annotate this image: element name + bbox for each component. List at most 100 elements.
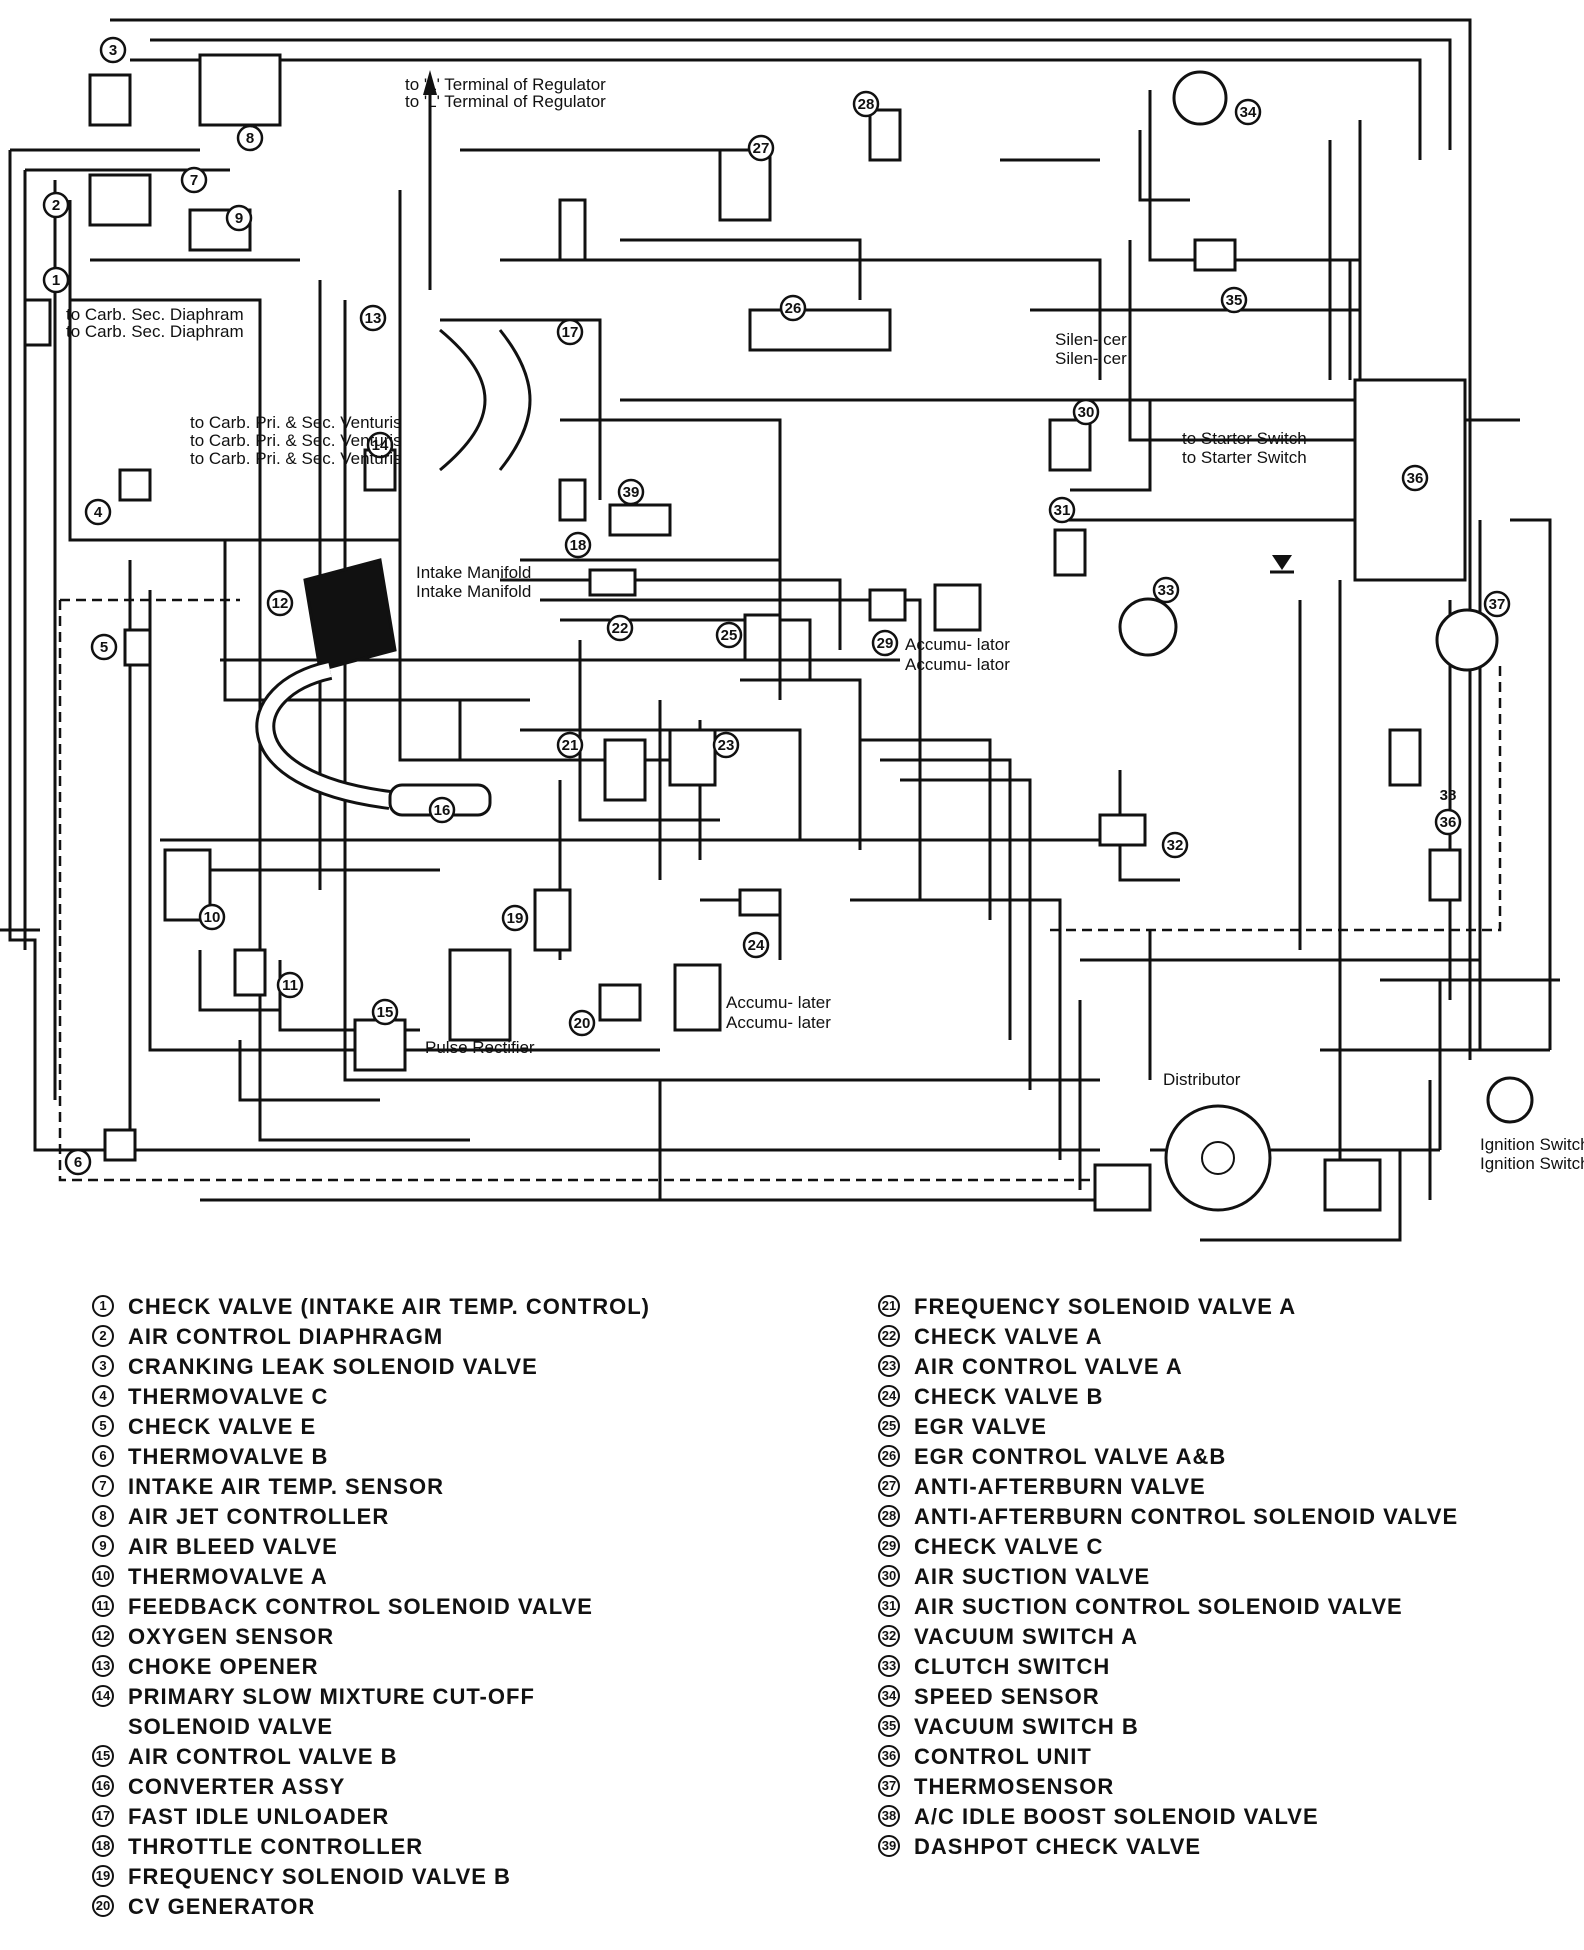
svg-text:35: 35: [1226, 292, 1243, 309]
callout-22: 22: [606, 614, 634, 642]
legend-text: CONTROL UNIT: [914, 1744, 1092, 1769]
callout-31: 31: [1048, 496, 1076, 524]
emission-control-diagram: 1 2 3 4 5 6 7 8 9 10 11 12 13 14 15 16 1…: [0, 18, 1584, 1242]
legend-number: 22: [878, 1325, 900, 1347]
legend-text: CLUTCH SWITCH: [914, 1654, 1111, 1679]
legend-number: 26: [878, 1445, 900, 1467]
callout-20: 20: [568, 1009, 596, 1037]
callout-24: 24: [742, 931, 770, 959]
legend-number: 35: [878, 1715, 900, 1737]
callout-17: 17: [556, 318, 584, 346]
air-control-diaphragm: [88, 173, 152, 227]
legend-text: CHECK VALVE E: [128, 1414, 317, 1439]
svg-text:2: 2: [52, 197, 60, 214]
legend-number: 17: [92, 1805, 114, 1827]
frequency-solenoid-a: [603, 738, 647, 802]
legend-number: 8: [92, 1505, 114, 1527]
legend-number: 10: [92, 1565, 114, 1587]
legend-number: 6: [92, 1445, 114, 1467]
legend-text: THERMOSENSOR: [914, 1774, 1115, 1799]
svg-text:34: 34: [1240, 104, 1257, 121]
legend-text: FEEDBACK CONTROL SOLENOID VALVE: [128, 1594, 593, 1619]
callout-39: 39: [617, 478, 645, 506]
legend-number: 30: [878, 1565, 900, 1587]
callouts: 1 2 3 4 5 6 7 8 9 10 11 12 13 14 15 16 1…: [42, 36, 1511, 1176]
label-line: to Carb. Pri. & Sec. Venturis: [190, 413, 402, 432]
legend-number: 24: [878, 1385, 900, 1407]
legend-text: AIR CONTROL DIAPHRAGM: [128, 1324, 444, 1349]
legend-number: 18: [92, 1835, 114, 1857]
label-line: to Carb. Sec. Diaphram: [66, 305, 244, 324]
legend-item: 17 FAST IDLE UNLOADER: [92, 1802, 650, 1832]
legend-number: 13: [92, 1655, 114, 1677]
anti-afterburn-valve: [718, 148, 772, 222]
pulse-rectifier-left: [448, 948, 512, 1042]
legend-number: 28: [878, 1505, 900, 1527]
svg-text:32: 32: [1167, 837, 1184, 854]
legend-number: 5: [92, 1415, 114, 1437]
label-line: Intake Manifold: [416, 582, 531, 601]
label-line: to 'L' Terminal of Regulator: [405, 92, 606, 111]
legend-text: VACUUM SWITCH A: [914, 1624, 1138, 1649]
callout-28: 28: [852, 90, 880, 118]
legend-text: AIR CONTROL VALVE B: [128, 1744, 398, 1769]
label-line: Accumu- later: [726, 1013, 831, 1032]
callout-5: 5: [90, 633, 118, 661]
callout-21: 21: [556, 731, 584, 759]
dashpot-check-valve: [608, 503, 672, 537]
callout-27: 27: [747, 134, 775, 162]
callout-1: 1: [42, 266, 70, 294]
callout-11: 11: [276, 971, 304, 999]
sec-diaphragm-valve: [23, 298, 52, 347]
svg-text:18: 18: [570, 537, 587, 554]
svg-text:23: 23: [718, 737, 735, 754]
legend-number: 23: [878, 1355, 900, 1377]
callout-26: 26: [779, 294, 807, 322]
check-valve-e: [123, 628, 152, 667]
callout-34: 34: [1234, 98, 1262, 126]
legend-number: 29: [878, 1535, 900, 1557]
legend-text: THERMOVALVE A: [128, 1564, 328, 1589]
legend-text: FAST IDLE UNLOADER: [128, 1804, 390, 1829]
svg-text:1: 1: [52, 272, 60, 289]
legend-text: AIR JET CONTROLLER: [128, 1504, 390, 1529]
thermovalve-b: [103, 1128, 137, 1162]
air-jet-controller: [198, 53, 282, 127]
legend-number: 16: [92, 1775, 114, 1797]
label-line: Silen- cer: [1055, 330, 1127, 349]
vacuum-switch-a: [1098, 813, 1147, 847]
legend-text: AIR BLEED VALVE: [128, 1534, 338, 1559]
svg-text:14: 14: [372, 437, 389, 454]
egr-valve: [743, 613, 782, 662]
thermosensor-gauge: [1435, 608, 1499, 672]
svg-text:5: 5: [100, 639, 108, 656]
legend-number: 12: [92, 1625, 114, 1647]
callout-6: 6: [64, 1148, 92, 1176]
air-suction-solenoid: [1053, 528, 1087, 577]
